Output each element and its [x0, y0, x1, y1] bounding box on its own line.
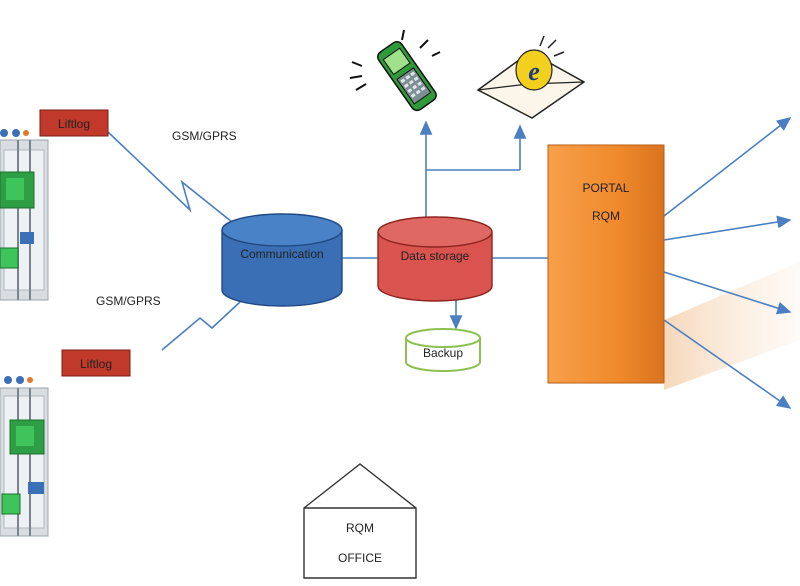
gsm-label-bottom: GSM/GPRS [96, 294, 161, 308]
portal-shadow [664, 262, 800, 390]
office-label-line2: OFFICE [338, 551, 382, 565]
connection-lines [107, 117, 792, 409]
portal-label-line2: RQM [592, 209, 620, 223]
mobile-phone-icon [349, 29, 441, 112]
portal-label-line1: PORTAL [583, 181, 630, 195]
office-label-line1: RQM [346, 521, 374, 535]
backup-label: Backup [423, 346, 463, 360]
gsm-label-top: GSM/GPRS [172, 129, 237, 143]
liftlog-box-bottom: Liftlog [61, 349, 131, 377]
liftlog-label-bottom: Liftlog [80, 357, 112, 371]
communication-label: Communication [240, 247, 323, 261]
liftlog-label-top: Liftlog [58, 117, 90, 131]
office-building: RQM OFFICE [303, 463, 417, 579]
email-envelope-icon: e [476, 35, 586, 119]
liftlog-box-top: Liftlog [39, 109, 109, 137]
elevator-illustration-top [0, 129, 49, 301]
data-storage-label: Data storage [401, 249, 470, 263]
data-storage-cylinder: Data storage [377, 216, 493, 302]
communication-cylinder: Communication [221, 213, 343, 307]
svg-text:e: e [528, 57, 540, 86]
elevator-illustration-bottom [0, 376, 49, 537]
backup-cylinder: Backup [405, 328, 481, 372]
portal-box: PORTAL RQM [547, 144, 665, 384]
